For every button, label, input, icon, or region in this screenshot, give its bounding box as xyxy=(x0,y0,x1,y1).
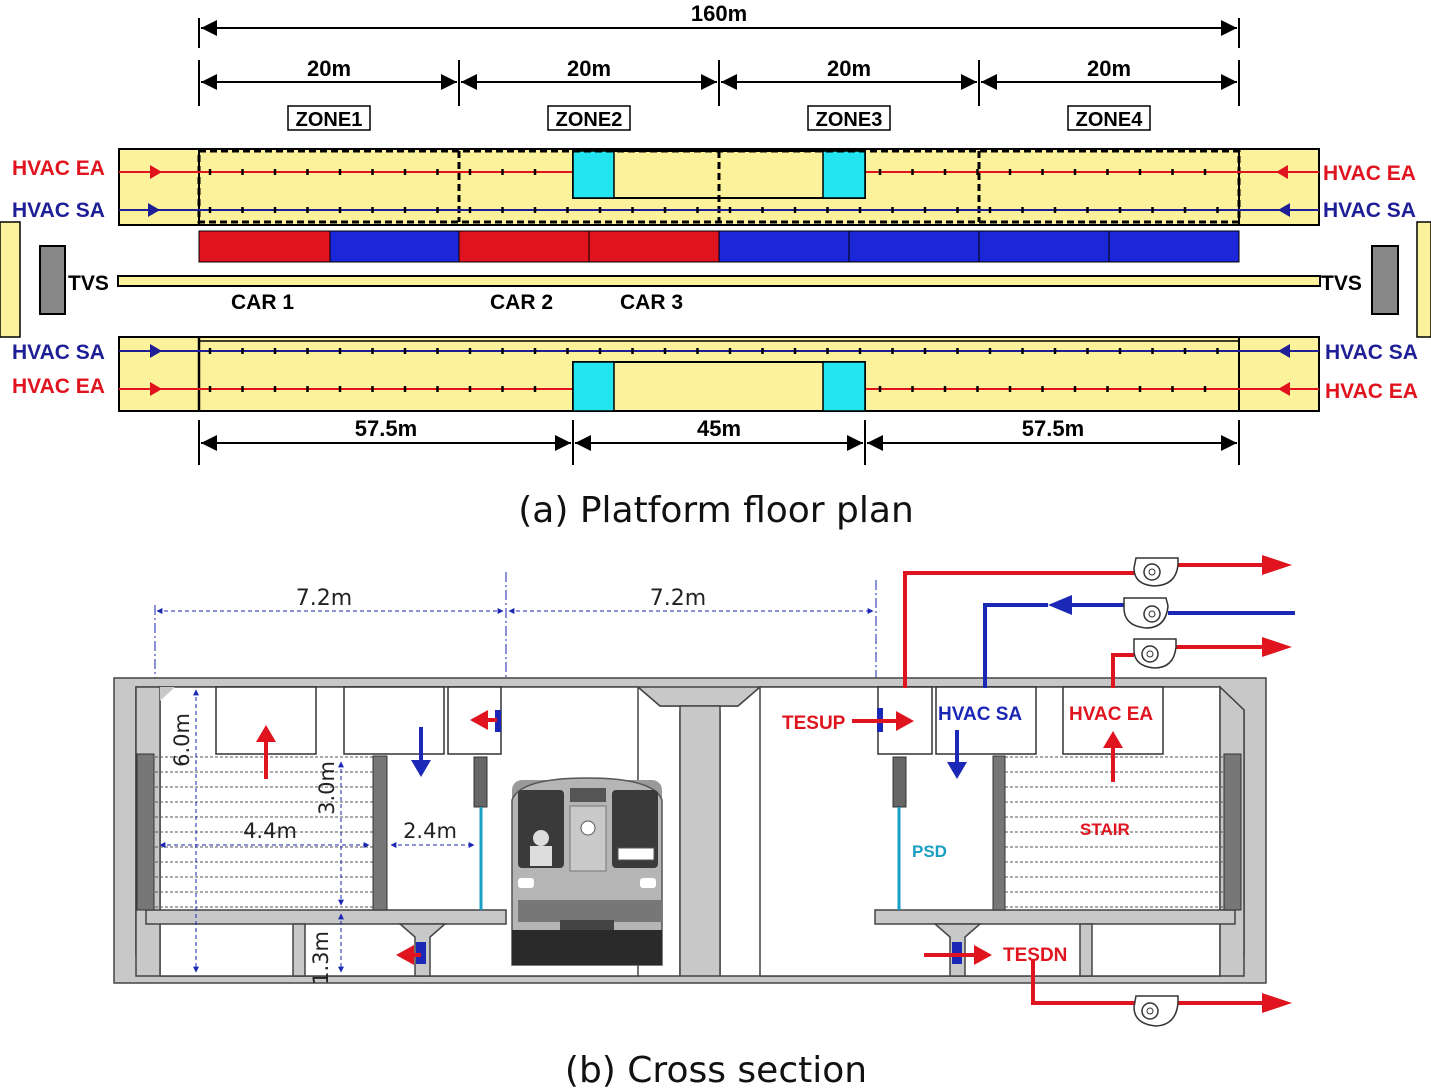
tvs-fan-left xyxy=(39,245,66,315)
zone-label-1: ZONE1 xyxy=(296,109,363,131)
dim-height-lower: 1.3m xyxy=(309,931,333,985)
cross-section: 7.2m 7.2m xyxy=(113,555,1295,1088)
label-hvac-sa-bottom-right: HVAC SA xyxy=(1325,341,1418,364)
dim-total-label: 160m xyxy=(691,1,747,26)
train-image xyxy=(511,777,663,966)
ticks-lower-ea xyxy=(208,386,1207,392)
caption-b: (b) Cross section xyxy=(565,1050,867,1088)
label-section-hvac-ea: HVAC EA xyxy=(1069,704,1153,725)
section-inner-dims: 6.0m 3.0m 1.3m 4.4m 2.4m xyxy=(159,689,475,985)
dim-section-right: 7.2m xyxy=(650,586,706,611)
label-hvac-ea-bottom-left: HVAC EA xyxy=(12,375,105,398)
dim-zone2: 20m xyxy=(567,56,611,81)
stair-cyan-lower-left xyxy=(572,361,615,412)
psd-header-right xyxy=(892,756,907,808)
stair-left xyxy=(136,753,388,911)
label-tesdn: TESDN xyxy=(1003,945,1067,966)
zone-label-2: ZONE2 xyxy=(556,109,623,131)
stair-cyan-upper-left xyxy=(572,150,615,199)
dim-width-stair: 4.4m xyxy=(243,819,297,843)
dim-zone3: 20m xyxy=(827,56,871,81)
flow-arrows xyxy=(256,710,1123,965)
zone-label-4: ZONE4 xyxy=(1076,109,1144,131)
fan-icon-4 xyxy=(1133,995,1179,1027)
dim-height-total: 6.0m xyxy=(170,713,194,767)
duct-network xyxy=(903,555,1295,1013)
dim-total: 160m xyxy=(198,1,1240,48)
stair-cyan-upper-right xyxy=(822,150,866,199)
dim-bottom-left: 57.5m xyxy=(355,416,417,441)
label-car-2: CAR 2 xyxy=(490,291,553,314)
dim-bottom-right: 57.5m xyxy=(1022,416,1084,441)
ticks-upper-sa xyxy=(208,207,1219,213)
label-hvac-sa-top-left: HVAC SA xyxy=(12,199,105,222)
label-hvac-ea-top-right: HVAC EA xyxy=(1323,162,1416,185)
label-car-3: CAR 3 xyxy=(620,291,683,314)
dim-bottom: 57.5m 45m 57.5m xyxy=(198,416,1240,465)
dim-width-gap: 2.4m xyxy=(403,819,457,843)
label-hvac-ea-bottom-right: HVAC EA xyxy=(1325,380,1418,403)
fan-icon-1 xyxy=(1133,557,1179,587)
dim-section-left: 7.2m xyxy=(296,586,352,611)
label-car-1: CAR 1 xyxy=(231,291,294,314)
fan-icon-2 xyxy=(1123,597,1169,629)
stair-cyan-lower-right xyxy=(822,361,866,412)
label-tesup: TESUP xyxy=(782,713,846,734)
tvs-fan-right xyxy=(1371,245,1399,315)
label-hvac-sa-top-right: HVAC SA xyxy=(1323,199,1416,222)
zone-label-3: ZONE3 xyxy=(816,109,883,131)
dim-height-stair: 3.0m xyxy=(315,761,339,815)
ticks-lower-sa xyxy=(208,348,1219,354)
train-cars xyxy=(198,230,1240,263)
label-tvs-right: TVS xyxy=(1321,272,1362,295)
label-psd: PSD xyxy=(912,842,947,861)
label-hvac-sa-bottom-left: HVAC SA xyxy=(12,341,105,364)
ticks-upper-ea xyxy=(208,169,1207,175)
dim-bottom-mid: 45m xyxy=(697,416,741,441)
zone-labels: ZONE1 ZONE2 ZONE3 ZONE4 xyxy=(287,105,1151,131)
label-hvac-ea-top-left: HVAC EA xyxy=(12,157,105,180)
label-section-hvac-sa: HVAC SA xyxy=(938,704,1022,725)
caption-a: (a) Platform floor plan xyxy=(518,490,914,531)
fan-icon-3 xyxy=(1133,638,1177,669)
lower-platform xyxy=(118,336,1320,412)
label-stair: STAIR xyxy=(1080,820,1130,839)
track: TVS TVS CAR 1 CAR 2 CAR 3 xyxy=(0,221,1431,338)
upper-platform xyxy=(118,148,1320,226)
dim-zone4: 20m xyxy=(1087,56,1131,81)
dim-zone1: 20m xyxy=(307,56,351,81)
platform-slab-right xyxy=(874,909,1236,977)
label-tvs-left: TVS xyxy=(68,272,109,295)
platform-floor-plan: 160m 20m 20m 20m 20m ZONE1 ZONE2 ZO xyxy=(0,1,1431,531)
dim-zones: 20m 20m 20m 20m xyxy=(198,56,1240,106)
psd-header-left xyxy=(473,756,488,808)
section-dims: 7.2m 7.2m xyxy=(154,572,877,750)
